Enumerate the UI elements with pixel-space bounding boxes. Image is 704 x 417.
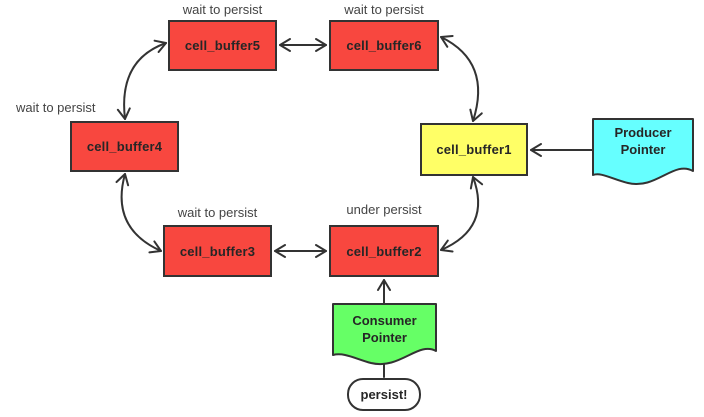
node-cell-buffer2: cell_buffer2 — [329, 225, 439, 277]
node-persist: persist! — [347, 378, 421, 411]
node-cell-buffer1: cell_buffer1 — [420, 123, 528, 176]
edge-buffer4-buffer3 — [115, 173, 162, 254]
node-label: cell_buffer5 — [184, 38, 261, 53]
consumer-pointer-shape — [332, 303, 437, 366]
node-label: cell_buffer6 — [346, 38, 422, 53]
status-label-buffer4: wait to persist — [16, 100, 96, 115]
status-label-buffer2: under persist — [346, 202, 422, 217]
status-label-buffer3: wait to persist — [177, 205, 258, 220]
node-cell-buffer5: cell_buffer5 — [168, 20, 277, 71]
edge-buffer5-buffer4 — [116, 39, 167, 120]
node-label: cell_buffer1 — [436, 142, 512, 157]
edge-buffer2-buffer1 — [440, 176, 484, 253]
status-label-buffer5: wait to persist — [182, 2, 263, 17]
node-cell-buffer4: cell_buffer4 — [70, 121, 179, 172]
producer-pointer-label: Producer Pointer — [614, 125, 672, 157]
consumer-pointer-label: Consumer Pointer — [352, 313, 417, 345]
producer-pointer-shape — [592, 118, 694, 186]
node-label: cell_buffer3 — [179, 243, 256, 259]
node-cell-buffer6: cell_buffer6 — [329, 20, 439, 71]
persist-label: persist! — [360, 387, 408, 402]
node-label: cell_buffer4 — [86, 139, 163, 154]
node-label: cell_buffer2 — [346, 243, 422, 259]
node-cell-buffer3: cell_buffer3 — [163, 225, 272, 277]
status-label-buffer6: wait to persist — [344, 2, 424, 17]
edge-buffer6-buffer1 — [440, 35, 483, 122]
